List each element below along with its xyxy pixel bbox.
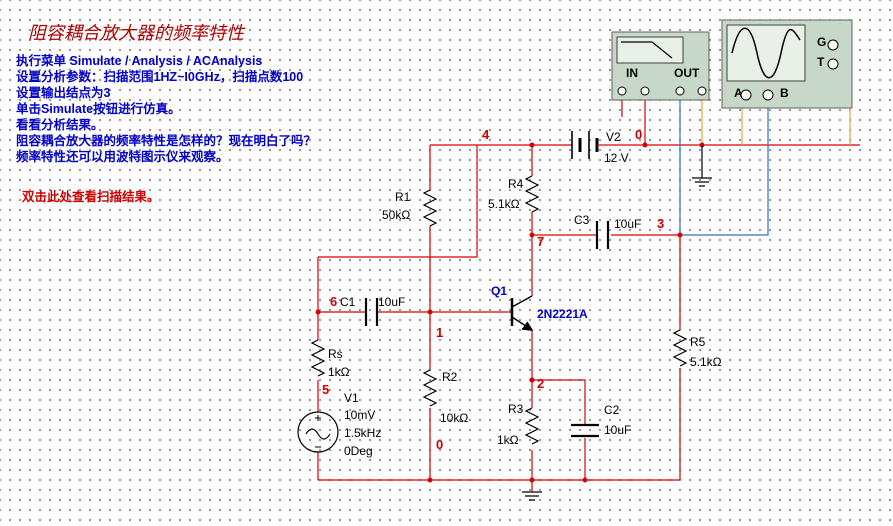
r1-value: 50kΩ <box>382 208 410 222</box>
instruction-line-2: 设置分析参数：扫描范围1HZ~I0GHz，扫描点数100 <box>16 70 304 84</box>
rs-symbol <box>310 339 326 377</box>
node-label-7: 7 <box>537 234 544 249</box>
bode-plotter-screen <box>616 36 684 64</box>
resistor-symbols[interactable] <box>310 175 688 445</box>
r3-name: R3 <box>508 402 524 416</box>
instruction-line-1: 执行菜单 Simulate / Analysis / ACAnalysis <box>16 54 263 68</box>
c2-name: C2 <box>604 403 620 417</box>
v1-phase: 0Deg <box>344 444 373 458</box>
scope-t-label: T <box>817 55 825 69</box>
sine-wave-icon <box>731 27 801 79</box>
battery-v2-symbol[interactable] <box>571 131 612 159</box>
c2-value: 10uF <box>604 423 631 437</box>
v1-frequency: 1.5kHz <box>344 426 381 440</box>
ground-icon <box>522 491 542 501</box>
scope-a-terminal <box>740 89 752 101</box>
c2-symbol <box>571 423 599 438</box>
scope-g-label: G <box>817 35 826 49</box>
node-label-1: 1 <box>436 325 443 340</box>
bode-out-minus-terminal <box>697 86 707 96</box>
rs-name: Rs <box>328 347 343 361</box>
instruction-line-5: 看看分析结果。 <box>16 118 104 132</box>
v2-name: V2 <box>606 130 621 144</box>
scope-b-label: B <box>780 86 789 100</box>
node-label-3: 3 <box>657 216 664 231</box>
junction-dots <box>315 142 705 483</box>
v1-name: V1 <box>344 391 359 405</box>
r3-symbol <box>524 407 540 445</box>
scope-a-label: A <box>734 86 743 100</box>
page-title: 阻容耦合放大器的频率特性 <box>28 23 244 43</box>
c3-value: 10uF <box>614 217 641 231</box>
bode-in-label: IN <box>626 66 638 80</box>
r4-symbol <box>524 175 540 213</box>
oscilloscope-screen <box>726 24 806 82</box>
bode-curve-icon <box>621 41 673 59</box>
q1-model: 2N2221A <box>537 307 588 321</box>
instruction-line-4: 单击Simulate按钮进行仿真。 <box>16 102 181 116</box>
scope-g-terminal <box>827 39 839 51</box>
view-scan-results-link[interactable]: 双击此处查看扫描结果。 <box>22 190 160 204</box>
r1-symbol <box>422 189 438 227</box>
source-v1-symbol[interactable] <box>297 411 339 453</box>
r3-value: 1kΩ <box>497 433 519 447</box>
transistor-q1-symbol[interactable] <box>510 295 534 331</box>
oscilloscope[interactable]: A B G T <box>721 19 853 109</box>
r4-value: 5.1kΩ <box>488 197 520 211</box>
node-label-0b: 0 <box>635 127 642 142</box>
c1-value: 10uF <box>378 295 405 309</box>
c3-symbol <box>595 221 610 249</box>
node-label-4: 4 <box>482 127 490 142</box>
instruction-line-3: 设置输出结点为3 <box>16 86 111 100</box>
instruction-line-6: 阻容耦合放大器的频率特性是怎样的？现在明白了吗？ <box>16 134 317 148</box>
c3-name: C3 <box>574 213 590 227</box>
node-label-2: 2 <box>537 376 544 391</box>
scope-t-terminal <box>827 58 839 70</box>
bode-out-label: OUT <box>674 66 700 80</box>
instruction-line-7: 频率特性还可以用波特图示仪来观察。 <box>16 150 229 164</box>
v2-value: 12 V <box>604 151 629 165</box>
bode-out-plus-terminal <box>675 86 685 96</box>
r2-name: R2 <box>442 370 458 384</box>
rs-value: 1kΩ <box>328 365 350 379</box>
bode-plotter[interactable]: IN OUT <box>611 31 710 101</box>
wire-network[interactable] <box>317 100 860 492</box>
v1-amplitude: 10mV <box>344 408 375 422</box>
scope-b-terminal <box>762 89 774 101</box>
bode-in-minus-terminal <box>640 86 650 96</box>
r5-value: 5.1kΩ <box>690 355 722 369</box>
r1-name: R1 <box>395 190 411 204</box>
node-label-0a: 0 <box>436 437 443 452</box>
r5-symbol <box>672 329 688 367</box>
capacitor-symbols[interactable] <box>364 221 610 438</box>
q1-name: Q1 <box>491 284 507 298</box>
r4-name: R4 <box>508 177 524 191</box>
r5-name: R5 <box>690 335 706 349</box>
r2-symbol <box>422 369 438 407</box>
c1-symbol <box>364 298 379 326</box>
ground-icon-right <box>692 145 712 187</box>
c1-name: C1 <box>340 295 356 309</box>
r2-value: 10kΩ <box>440 411 468 425</box>
node-label-5: 5 <box>322 382 329 397</box>
node-label-6: 6 <box>330 294 337 309</box>
bode-in-plus-terminal <box>617 86 627 96</box>
